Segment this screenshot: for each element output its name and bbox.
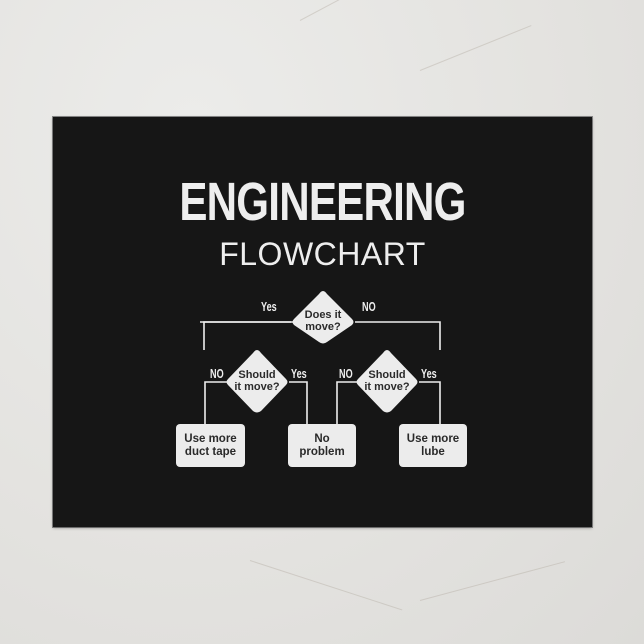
decision-diamond-root [292,291,354,344]
left-yes-label: Yes [291,366,307,381]
decision-diamond-left [226,350,288,413]
right-question: Should it move? [357,369,417,393]
connector-left-yes [289,381,308,424]
root-yes-label: Yes [261,299,277,314]
right-question-line: it move? [364,381,410,393]
card-subtitle: FLOWCHART [219,236,426,272]
outcome-line: Use more [184,432,237,445]
root-no-label: NO [362,299,376,314]
marble-vein [419,561,566,601]
outcome-line: lube [421,445,445,458]
outcome-line: duct tape [184,445,237,458]
connector-root-no [355,321,441,350]
left-question: Should it move? [227,369,287,393]
connector-left-no [204,381,227,424]
card-title: ENGINEERING [179,172,466,232]
left-question-line: Should [238,369,276,381]
marble-vein [249,560,403,611]
connector-right-no [336,381,357,424]
root-question: Does it move? [293,309,353,333]
right-question-line: Should [368,369,406,381]
outcome-line: Use more [406,432,460,445]
marble-vein [299,0,380,21]
right-no-label: NO [339,366,353,381]
root-question-line: Does it [304,309,342,321]
outcome-line: problem [299,445,345,458]
flowchart-diagram [200,291,441,424]
right-yes-label: Yes [421,366,437,381]
outcome-no-problem: No problem [288,424,356,467]
outcome-duct-tape: Use more duct tape [176,424,245,467]
left-no-label: NO [210,366,224,381]
outcome-line: No [314,432,330,445]
flowchart-card: ENGINEERING FLOWCHART Does it move? [53,117,592,527]
decision-diamond-right [356,350,418,413]
marble-vein [419,25,532,71]
outcome-lube: Use more lube [399,424,467,467]
connector-right-yes [419,381,441,424]
root-question-line: move? [305,321,341,333]
left-question-line: it move? [234,381,280,393]
connector-root-yes [203,321,293,350]
